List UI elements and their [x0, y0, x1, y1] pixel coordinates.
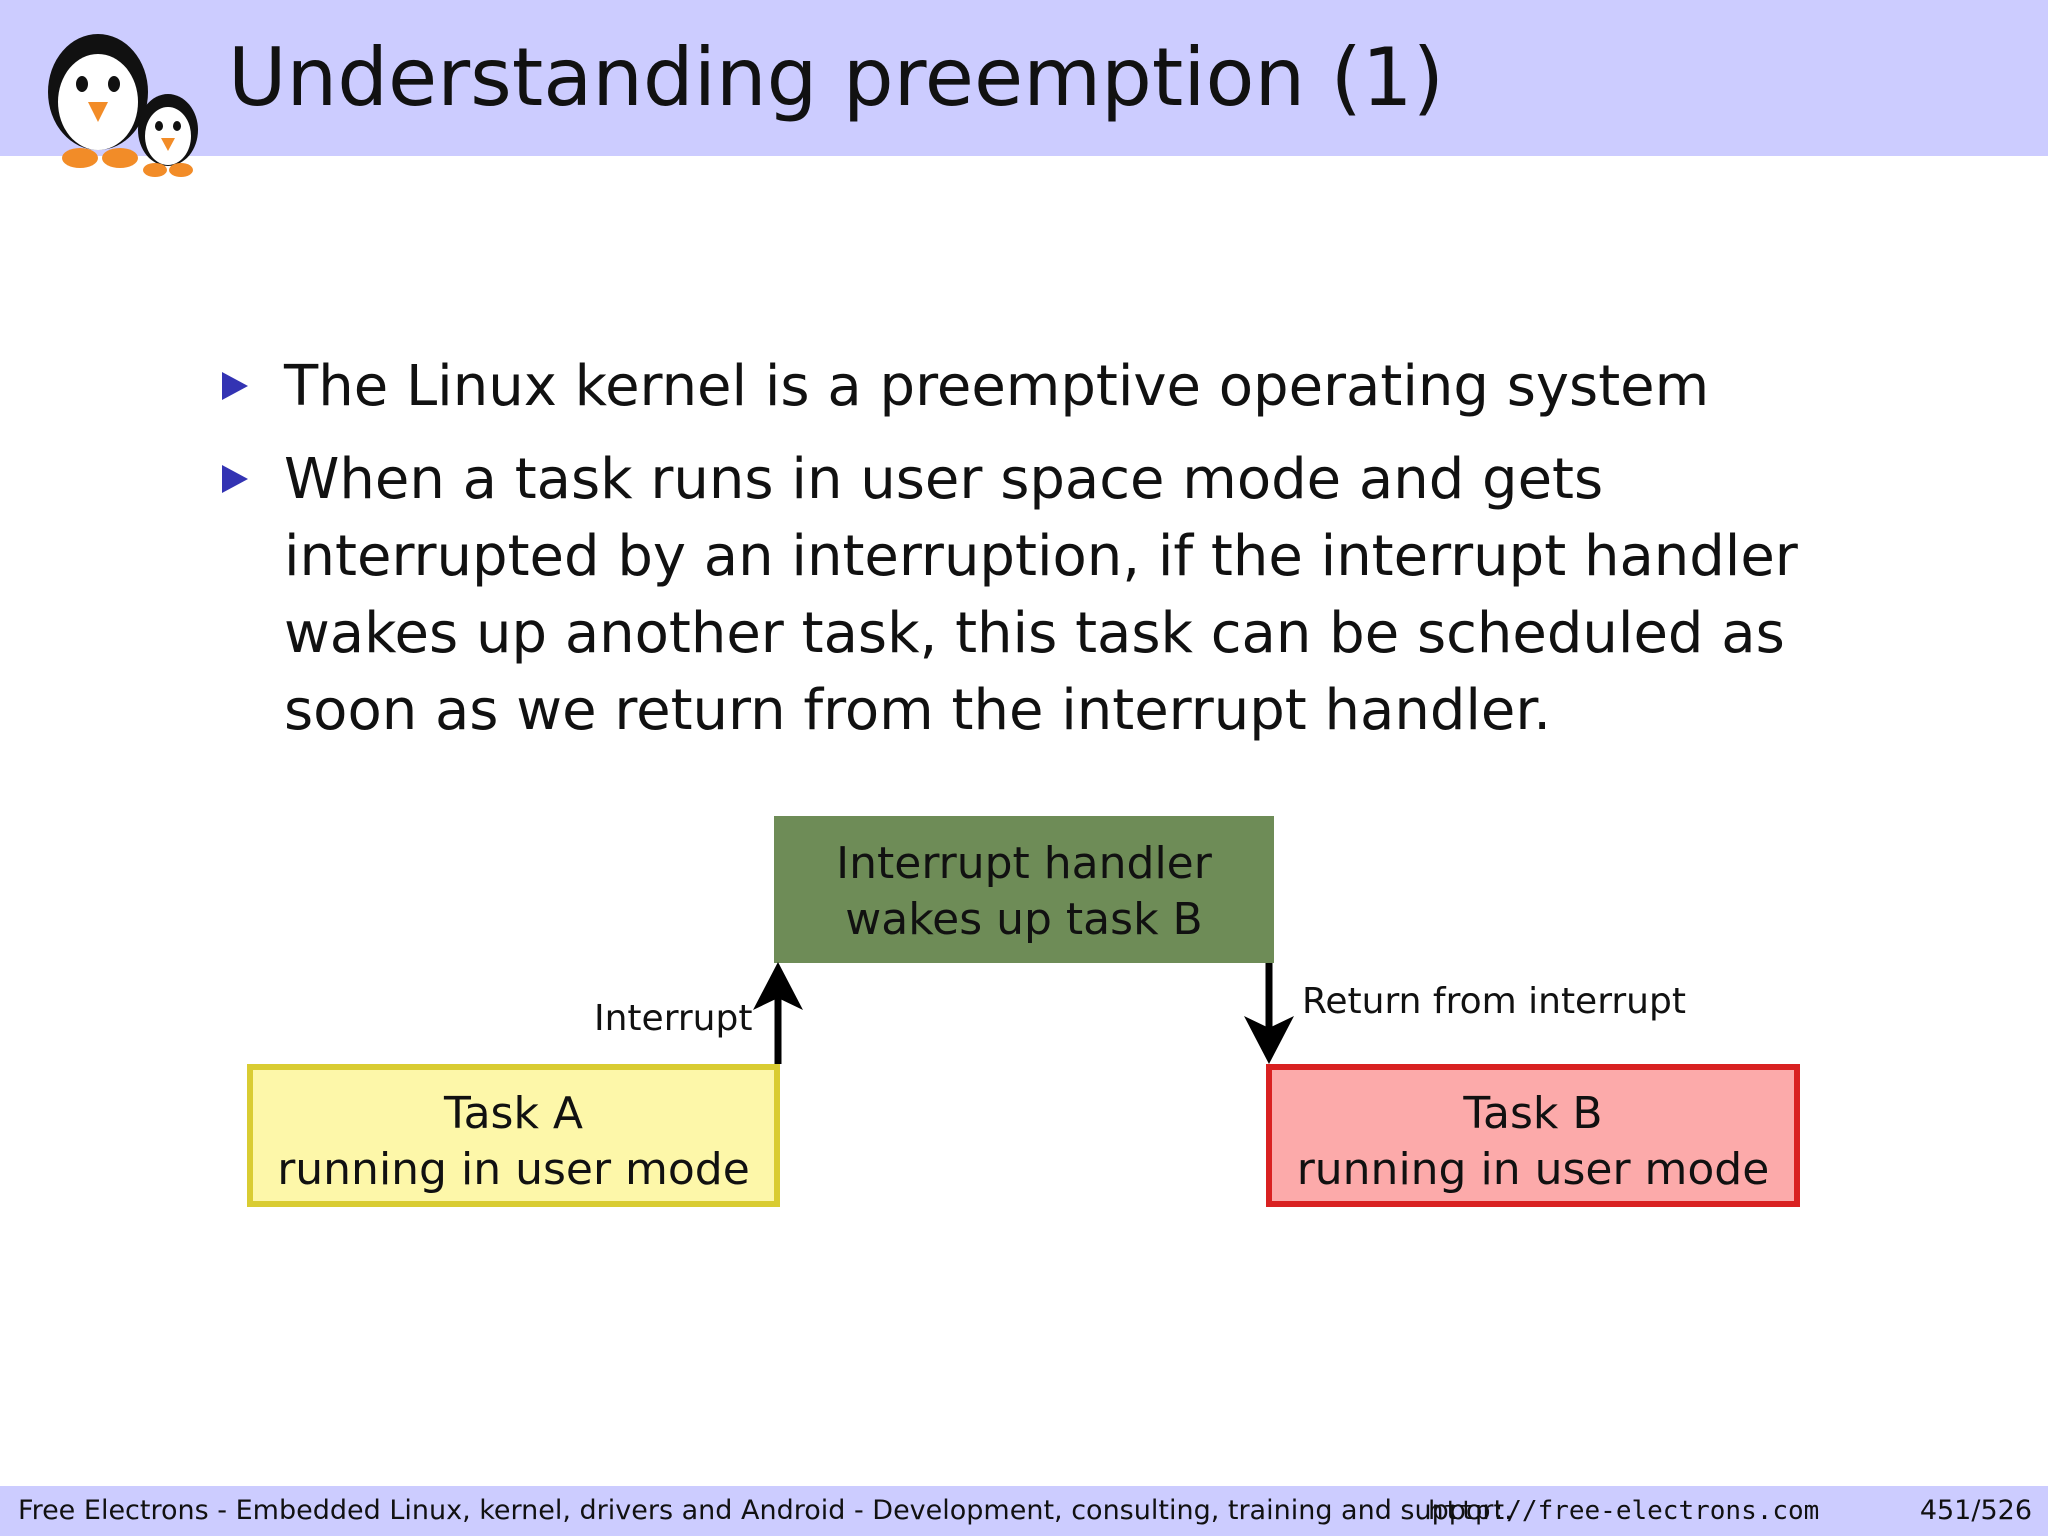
task-a-line1: Task A: [443, 1088, 584, 1139]
interrupt-arrow: [753, 962, 803, 1064]
bullet-triangle-icon: [222, 465, 248, 493]
task-b-line1: Task B: [1463, 1088, 1603, 1139]
return-label: Return from interrupt: [1302, 981, 1686, 1022]
penguins-logo: [48, 34, 198, 177]
bullet-text: The Linux kernel is a preemptive operati…: [284, 354, 1710, 419]
bullet-item: When a task runs in user space mode and …: [220, 441, 1920, 749]
bullet-item: The Linux kernel is a preemptive operati…: [220, 348, 1920, 425]
handler-line1: Interrupt handler: [836, 838, 1212, 889]
footer-url-link[interactable]: http://free-electrons.com: [1428, 1496, 1820, 1526]
task-b-box: Task B running in user mode: [1266, 1064, 1800, 1207]
header-band: [0, 0, 2048, 156]
bullet-text: When a task runs in user space mode and …: [284, 447, 1798, 743]
task-b-line2: running in user mode: [1296, 1144, 1770, 1195]
page-number: 451/526: [1919, 1495, 2032, 1526]
return-arrow: [1244, 963, 1294, 1064]
footer-text: Free Electrons - Embedded Linux, kernel,…: [18, 1495, 1513, 1526]
interrupt-handler-box: Interrupt handler wakes up task B: [774, 816, 1274, 963]
handler-line2: wakes up task B: [845, 894, 1203, 945]
bullet-triangle-icon: [222, 372, 248, 400]
interrupt-label: Interrupt: [594, 998, 753, 1039]
task-a-line2: running in user mode: [277, 1144, 750, 1195]
bullet-list: The Linux kernel is a preemptive operati…: [220, 348, 1920, 765]
slide-title: Understanding preemption (1): [228, 31, 1444, 124]
task-a-box: Task A running in user mode: [247, 1064, 780, 1207]
footer-band: Free Electrons - Embedded Linux, kernel,…: [0, 1486, 2048, 1536]
